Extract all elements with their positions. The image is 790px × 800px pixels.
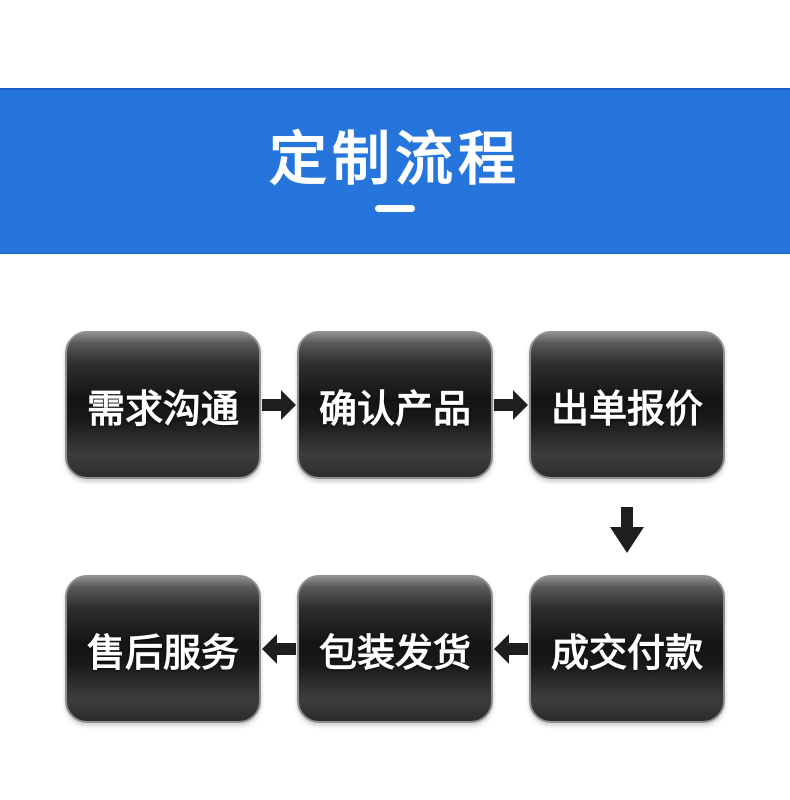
page-title: 定制流程 xyxy=(268,127,521,192)
arrow-left-icon xyxy=(262,634,296,664)
flow-box-label: 成交付款 xyxy=(550,632,703,675)
flow-diagram: 需求沟通 确认产品 出单报价 xyxy=(0,331,790,723)
flow-row-1: 需求沟通 确认产品 出单报价 xyxy=(0,331,790,479)
flow-box-step3: 出单报价 xyxy=(529,331,725,479)
flow-box-label: 包装发货 xyxy=(318,632,471,675)
flow-box-label: 确认产品 xyxy=(318,388,471,431)
flow-box-label: 出单报价 xyxy=(550,388,703,431)
flow-connector-gap xyxy=(0,479,790,575)
flow-box-step2: 确认产品 xyxy=(297,331,493,479)
arrow-down-icon xyxy=(610,507,644,553)
flow-box-step6: 售后服务 xyxy=(65,575,261,723)
banner-section: 定制流程 xyxy=(0,88,790,254)
flow-box-step5: 包装发货 xyxy=(297,575,493,723)
flow-box-step4: 成交付款 xyxy=(529,575,725,723)
title-underline xyxy=(375,205,415,212)
flow-box-step1: 需求沟通 xyxy=(65,331,261,479)
arrow-right-icon xyxy=(262,390,296,420)
flow-box-label: 需求沟通 xyxy=(86,388,239,431)
flow-row-2: 售后服务 包装发货 成交付款 xyxy=(0,575,790,723)
arrow-left-icon xyxy=(494,634,528,664)
flow-box-label: 售后服务 xyxy=(86,632,239,675)
arrow-right-icon xyxy=(494,390,528,420)
